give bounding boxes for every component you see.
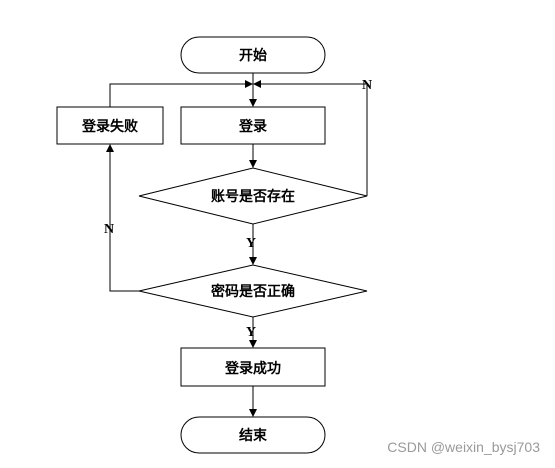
login-node: 登录 [180,106,326,145]
start-node-label: 开始 [239,47,267,64]
edge-password-no-label: N [104,222,114,237]
edge-account-no-label: N [362,78,372,93]
edge-failed-to-login [109,80,253,107]
edge-account-no [253,80,368,196]
login-node-label: 登录 [238,118,267,135]
login-failed-node-label: 登录失败 [81,118,139,135]
password-correct-decision: 密码是否正确 [138,264,368,318]
end-node: 结束 [180,416,326,454]
start-node: 开始 [180,36,326,74]
end-node-label: 结束 [239,427,268,444]
password-correct-label: 密码是否正确 [210,283,295,300]
edge-password-no [106,144,139,292]
login-success-node-label: 登录成功 [224,360,281,377]
edge-password-yes-label: Y [246,325,256,340]
login-success-node: 登录成功 [180,347,326,387]
account-exists-label: 账号是否存在 [211,188,295,205]
account-exists-decision: 账号是否存在 [138,167,368,225]
watermark: CSDN @weixin_bysj703 [387,439,540,455]
edge-account-yes-label: Y [246,236,256,251]
login-failed-node: 登录失败 [56,106,164,145]
